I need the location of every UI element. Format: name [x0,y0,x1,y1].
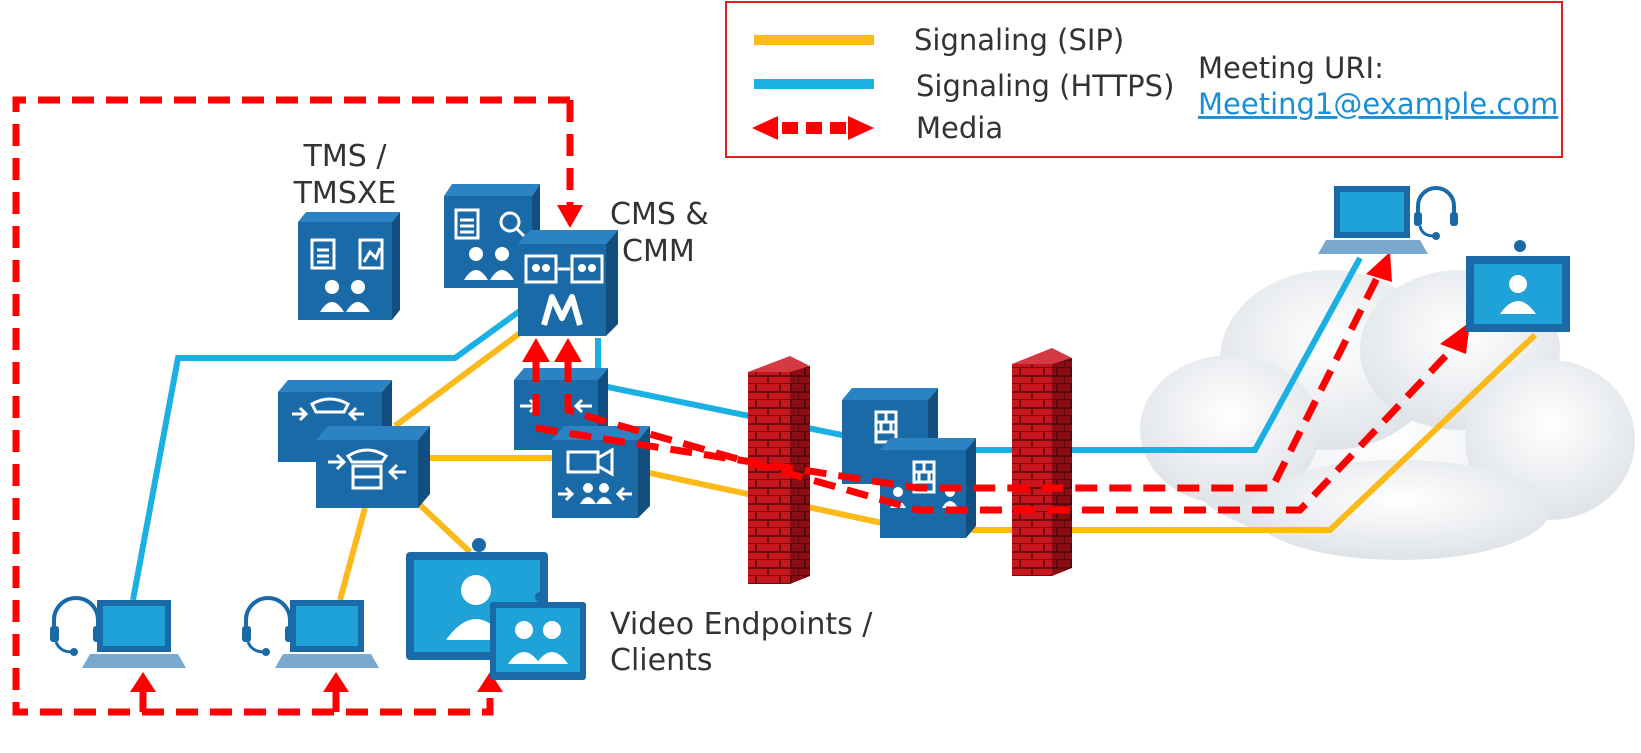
laptop-headset-icon [50,596,186,668]
legend-media-label: Media [916,111,1003,145]
legend-media-swatch [752,116,874,140]
video-endpoints-label-line1: Video Endpoints / [610,607,873,642]
legend: Signaling (SIP) Signaling (HTTPS) Media … [725,1,1563,158]
tms-label-line1: TMS / [303,139,388,174]
cms-server-icon [444,184,540,288]
media-paths-internal [532,270,1459,514]
video-endpoint-icon [1466,240,1570,332]
laptop-headset-icon [1318,186,1458,254]
cms-label-line2: CMM [622,234,695,269]
tms-server-icon [298,212,400,320]
meeting-uri-link[interactable]: Meeting1@example.com [1198,87,1558,121]
expressway-c-icon [552,426,650,518]
laptop-headset-icon [242,596,379,668]
expressway-e-icon [880,438,976,538]
video-endpoint-icon [490,592,586,680]
legend-sip-label: Signaling (SIP) [914,23,1124,57]
legend-https-label: Signaling (HTTPS) [916,69,1174,103]
unified-cm-icon [316,426,430,508]
cms-label-line1: CMS & [610,197,709,232]
tms-label-line2: TMSXE [293,176,397,211]
media-arrowheads-internal [522,252,1470,362]
firewall-icon [748,356,810,584]
media-arrowheads-left [130,205,583,692]
firewall-icon [1012,348,1072,576]
video-endpoints-label-line2: Clients [610,643,712,678]
meeting-uri-label: Meeting URI: [1198,51,1384,85]
cmm-server-icon [518,230,618,336]
